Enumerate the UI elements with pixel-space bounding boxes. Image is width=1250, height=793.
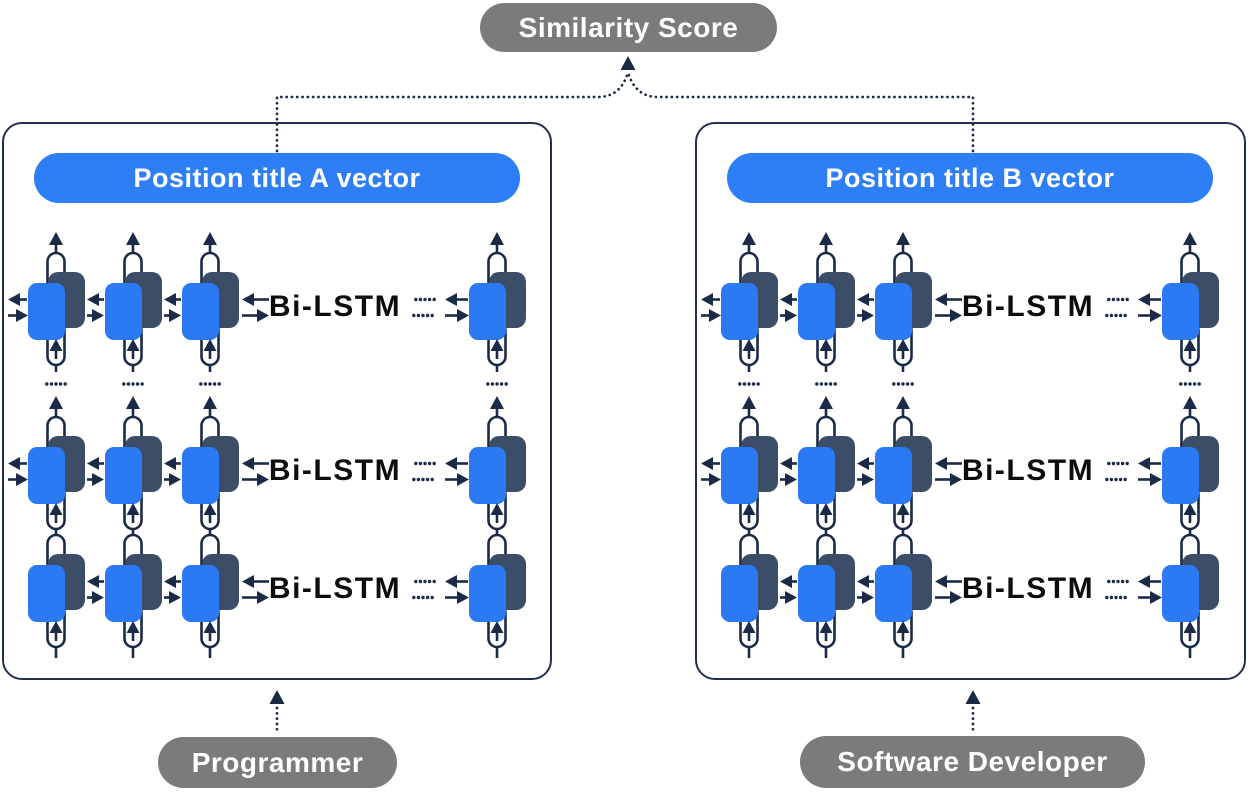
bilstm-label-right-row3: Bi-LSTM <box>961 572 1095 605</box>
bilstm-label-left-row2: Bi-LSTM <box>268 454 402 487</box>
programmer-input-badge: Programmer <box>158 737 397 788</box>
bilstm-label-left-row1: Bi-LSTM <box>268 290 402 323</box>
similarity-score-badge: Similarity Score <box>480 3 777 52</box>
position-title-a-vector-pill: Position title A vector <box>34 153 520 203</box>
bilstm-label-left-row3: Bi-LSTM <box>268 572 402 605</box>
arrow-up-icon <box>620 56 636 70</box>
position-title-b-vector-pill: Position title B vector <box>727 153 1213 203</box>
arrow-up-icon <box>269 690 285 704</box>
bilstm-label-right-row1: Bi-LSTM <box>961 290 1095 323</box>
arrow-up-icon <box>965 690 981 704</box>
software-developer-input-badge: Software Developer <box>800 736 1145 788</box>
bilstm-label-right-row2: Bi-LSTM <box>961 454 1095 487</box>
